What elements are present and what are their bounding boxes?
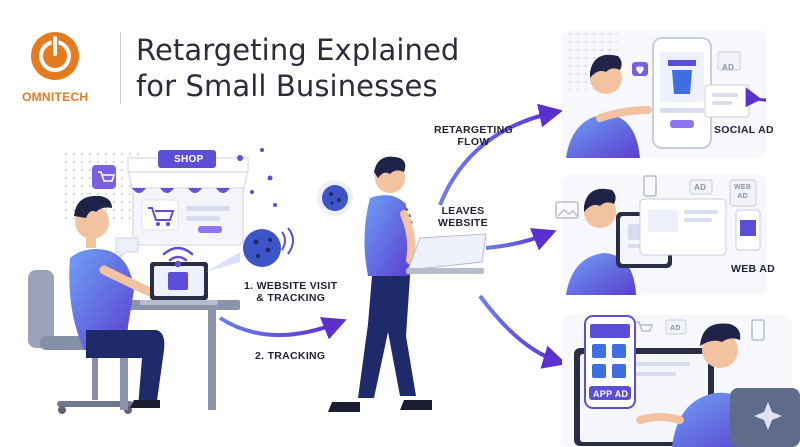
step-website-visit-line-2: & TRACKING <box>256 292 326 304</box>
cart-badge-icon <box>92 165 116 189</box>
seated-person <box>69 195 165 408</box>
network-dots <box>237 148 277 207</box>
social-ad-scene <box>562 30 767 158</box>
walking-laptop <box>406 233 487 274</box>
web-ad-corner-line-2: AD <box>737 193 748 200</box>
sparkle-icon <box>754 402 782 430</box>
cookie-bubble-icon <box>317 180 353 216</box>
arrow-to-web <box>485 228 557 251</box>
social-ad-label: SOCIAL AD <box>714 124 774 136</box>
shop-sign-label: SHOP <box>174 154 204 165</box>
tracking-arrow <box>218 316 347 340</box>
cart-icon <box>636 321 654 332</box>
seated-user-scene <box>28 148 277 414</box>
image-placeholder-icon <box>555 201 579 219</box>
chat-bubble-icon <box>115 237 139 259</box>
step-website-visit-label: 1. WEBSITE VISIT & TRACKING <box>244 280 337 304</box>
page-title: Retargeting Explained for Small Business… <box>136 32 459 104</box>
mobile-icon <box>643 175 657 197</box>
social-ad-badge: AD <box>722 63 735 72</box>
web-ad-label: WEB AD <box>731 263 775 275</box>
leaves-website-line-2: WEBSITE <box>438 217 488 229</box>
tracking-cookie-icon <box>206 227 294 272</box>
shop-window <box>127 150 249 246</box>
leaves-website-label: LEAVES WEBSITE <box>438 205 488 229</box>
title-divider <box>120 32 121 104</box>
web-ad-corner-badge: WEB AD <box>734 183 751 201</box>
retargeting-flow-line-2: FLOW <box>457 136 490 148</box>
retargeting-flow-line-1: RETARGETING <box>434 124 513 136</box>
web-ad-badge: AD <box>694 183 707 192</box>
step-website-visit-line-1: 1. WEBSITE VISIT <box>244 280 338 292</box>
walking-user-scene <box>317 156 487 412</box>
wifi-icon <box>162 246 194 268</box>
app-ad-badge: AD <box>670 325 681 332</box>
seated-laptop <box>140 262 218 305</box>
arrow-to-app <box>478 294 567 369</box>
retargeting-flow-label: RETARGETING FLOW <box>434 124 513 148</box>
brand-name: OMNITECH <box>22 90 89 104</box>
header: OMNITECH Retargeting Explained for Small… <box>22 22 459 112</box>
omnitech-logo <box>31 32 79 80</box>
web-ad-scene <box>555 175 767 295</box>
title-line-1: Retargeting Explained <box>136 33 460 67</box>
app-ad-label: APP AD <box>593 389 629 399</box>
arrow-to-social <box>438 103 564 206</box>
app-ad-scene <box>562 315 800 447</box>
web-ad-corner-line-1: WEB <box>734 184 752 191</box>
step-tracking-label: 2. TRACKING <box>255 350 326 362</box>
title-line-2: for Small Businesses <box>136 69 438 103</box>
leaves-website-line-1: LEAVES <box>441 205 485 217</box>
